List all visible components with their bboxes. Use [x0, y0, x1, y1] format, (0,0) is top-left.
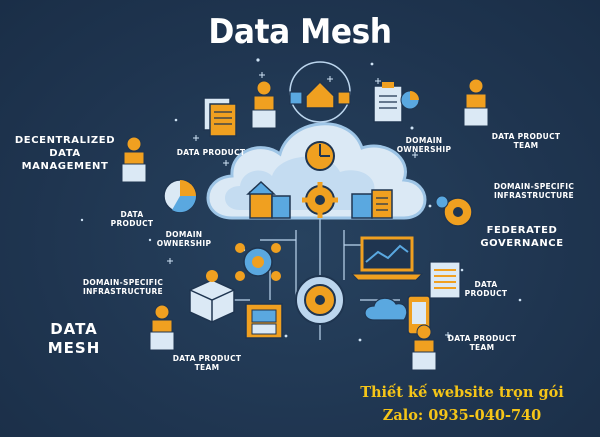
person-icon-top-left: [251, 80, 277, 129]
network-node-icon: [235, 243, 281, 281]
person-icon-bottom-right: [411, 324, 437, 371]
promo-line-website: Thiết kế website trọn gói: [360, 384, 564, 401]
person-icons: [121, 78, 489, 371]
package-cube-icon: [189, 270, 235, 323]
label-decentralized-data-management: DECENTRALIZED DATA MANAGEMENT: [14, 135, 116, 172]
promo-line-phone: Zalo: 0935-040-740: [382, 407, 542, 424]
label-federated-governance: FEDERATED GOVERNANCE: [480, 225, 564, 249]
label-data-product-team-top: DATA PRODUCT TEAM: [491, 132, 561, 150]
label-data-product-team-right: DATA PRODUCT TEAM: [447, 334, 517, 352]
server-cabinet-icon: [245, 303, 283, 339]
house-network-icon: [289, 61, 351, 123]
label-data-product-team-bottom: DATA PRODUCT TEAM: [172, 354, 242, 372]
person-icon-bottom-left: [149, 304, 175, 351]
person-icon-left: [121, 136, 147, 183]
label-data-product-mid: DATA PRODUCT: [110, 210, 154, 228]
label-data-product-right: DATA PRODUCT: [464, 280, 508, 298]
pie-chart-icon: [163, 179, 197, 213]
person-icon-top-right: [463, 78, 489, 127]
governance-gear-icon: [435, 195, 473, 227]
documents-icon: [203, 97, 237, 137]
label-domain-ownership-top: DOMAIN OWNERSHIP: [396, 136, 452, 154]
page-title: Data Mesh: [208, 12, 392, 52]
document-stack-icon: [429, 261, 461, 299]
label-domain-ownership-left: DOMAIN OWNERSHIP: [156, 230, 212, 248]
bottom-gear-icon: [295, 275, 345, 325]
device-cloud-icon: [364, 295, 431, 335]
label-data-product-top-left: DATA PRODUCT: [176, 148, 246, 157]
clock-icon: [305, 141, 335, 171]
label-domain-specific-infrastructure-left: DOMAIN-SPECIFIC INFRASTRUCTURE: [82, 278, 164, 296]
clipboard-chart-icon: [373, 82, 420, 123]
label-data-mesh-corner: DATA MESH: [47, 320, 101, 357]
central-gear-icon: [302, 182, 338, 218]
building-icons: [246, 180, 393, 219]
laptop-icon: [350, 236, 424, 281]
label-domain-specific-infrastructure-right: DOMAIN-SPECIFIC INFRASTRUCTURE: [493, 182, 575, 200]
star-decorations: [167, 72, 451, 338]
